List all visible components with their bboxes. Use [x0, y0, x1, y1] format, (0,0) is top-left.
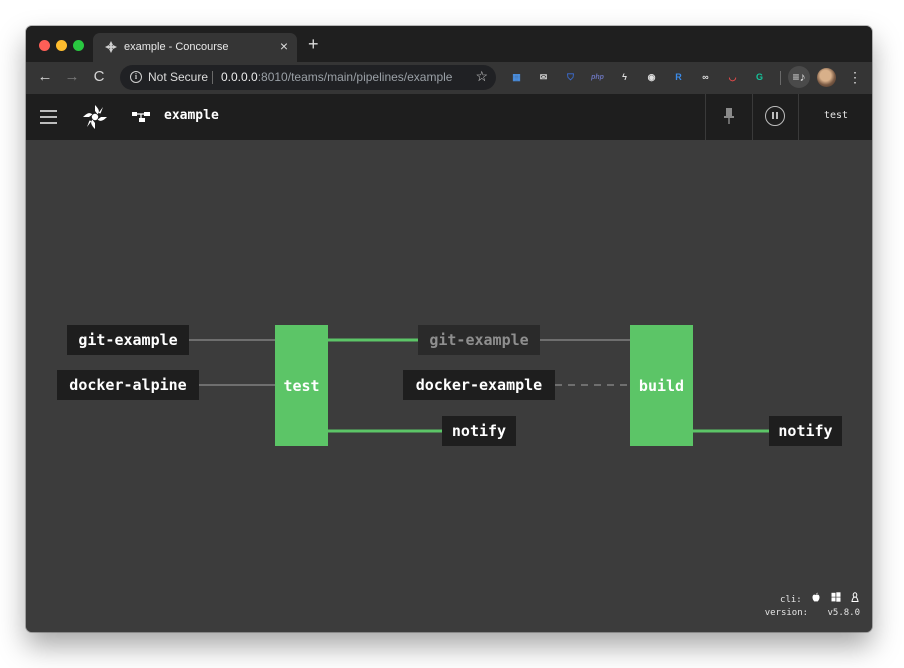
profile-avatar[interactable]	[817, 68, 836, 87]
glasses-extension-icon[interactable]: ∞	[702, 72, 709, 82]
address-divider	[212, 71, 213, 84]
resource-git-example-output[interactable]: git-example	[418, 325, 540, 355]
tab-strip: example - Concourse × +	[26, 26, 872, 62]
version-value: v5.8.0	[827, 608, 860, 618]
browser-menu-icon[interactable]: ⋮	[848, 69, 862, 85]
lightning-extension-icon[interactable]: ϟ	[622, 72, 627, 82]
extensions-divider	[780, 71, 781, 85]
hamburger-menu-icon[interactable]	[40, 110, 57, 124]
apple-icon[interactable]	[811, 592, 821, 602]
url-text[interactable]: 0.0.0.0:8010/teams/main/pipelines/exampl…	[221, 70, 452, 84]
close-window-button[interactable]	[39, 40, 50, 51]
blue-extension-icon[interactable]: ▦	[512, 72, 521, 82]
security-label[interactable]: Not Secure	[148, 70, 209, 84]
concourse-top-bar: example test	[26, 94, 872, 140]
grammarly-extension-icon[interactable]: G	[755, 72, 763, 82]
linux-icon[interactable]	[850, 592, 860, 602]
new-tab-button[interactable]: +	[308, 34, 319, 54]
minimize-window-button[interactable]	[56, 40, 67, 51]
concourse-favicon-icon	[105, 41, 117, 53]
pipeline-edges	[189, 338, 769, 433]
bitwarden-shield-icon[interactable]: ⛉	[567, 72, 574, 82]
pin-icon[interactable]	[722, 107, 736, 125]
address-bar[interactable]: i Not Secure 0.0.0.0:8010/teams/main/pip…	[120, 65, 496, 90]
job-build-label: build	[638, 376, 685, 395]
back-button[interactable]: ←	[37, 68, 53, 85]
version-label: version:	[764, 608, 809, 618]
resource-docker-example[interactable]: docker-example	[403, 370, 555, 400]
top-bar-divider	[752, 94, 753, 140]
pause-pipeline-button[interactable]	[765, 106, 785, 126]
r-extension-icon[interactable]: R	[675, 72, 682, 82]
pipeline-canvas[interactable]: git-example docker-alpine test git-examp…	[26, 140, 872, 632]
top-bar-divider	[705, 94, 706, 140]
tab-close-icon[interactable]: ×	[279, 38, 288, 54]
windows-icon[interactable]	[831, 592, 841, 602]
top-bar-divider	[798, 94, 799, 140]
media-control-button[interactable]: ≡♪	[788, 66, 810, 88]
bookmark-star-icon[interactable]: ☆	[475, 68, 488, 84]
job-test[interactable]: test	[275, 325, 328, 446]
url-path: :8010/teams/main/pipelines/example	[257, 70, 453, 84]
cli-label: cli:	[780, 594, 802, 605]
forward-button[interactable]: →	[64, 68, 80, 85]
pipeline-icon	[132, 112, 150, 122]
reload-button[interactable]: C	[93, 68, 105, 85]
maximize-window-button[interactable]	[73, 40, 84, 51]
tab-active[interactable]: example - Concourse ×	[93, 33, 297, 62]
php-extension-icon[interactable]: php	[591, 74, 604, 81]
resource-docker-alpine[interactable]: docker-alpine	[57, 370, 199, 400]
concourse-logo-icon[interactable]	[81, 103, 109, 131]
browser-toolbar: ← → C i Not Secure 0.0.0.0:8010/teams/ma…	[26, 62, 872, 94]
cli-info: cli: version: v5.8.0	[765, 592, 860, 624]
user-menu[interactable]: test	[824, 110, 849, 121]
pipeline-title: example	[164, 108, 219, 123]
resource-notify-output[interactable]: notify	[769, 416, 842, 446]
pocket-extension-icon[interactable]: ◡	[728, 72, 737, 82]
job-test-label: test	[283, 376, 320, 395]
mail-extension-icon[interactable]: ✉	[539, 72, 548, 82]
resource-git-example[interactable]: git-example	[67, 325, 189, 355]
eye-extension-icon[interactable]: ◉	[647, 72, 656, 82]
resource-notify[interactable]: notify	[442, 416, 516, 446]
url-host: 0.0.0.0	[221, 70, 258, 84]
tab-title: example - Concourse	[124, 41, 229, 53]
job-build[interactable]: build	[630, 325, 693, 446]
browser-window: example - Concourse × + ← → C i Not Secu…	[26, 26, 872, 632]
info-icon[interactable]: i	[130, 71, 142, 83]
